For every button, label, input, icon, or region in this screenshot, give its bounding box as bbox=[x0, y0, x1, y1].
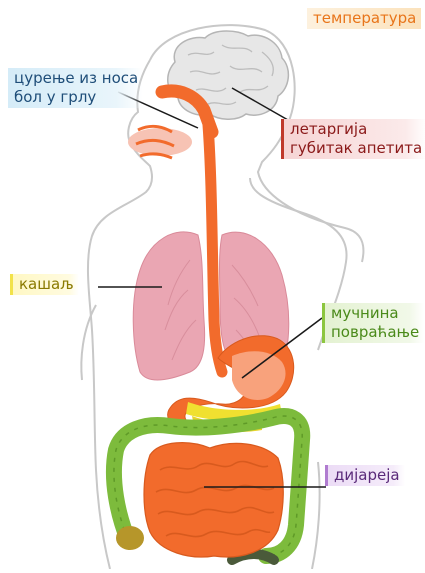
brain-shape bbox=[168, 31, 289, 119]
label-temperature-text: температура bbox=[313, 9, 416, 27]
label-nausea-text: мучнина bbox=[331, 304, 419, 323]
label-lethargy: летаргија губитак апетита bbox=[281, 119, 425, 159]
label-cough-text: кашаљ bbox=[19, 275, 74, 293]
label-lethargy-text: летаргија bbox=[290, 120, 422, 139]
label-diarrhea: дијареја bbox=[325, 465, 405, 486]
label-vomiting-text: повраћање bbox=[331, 323, 419, 342]
label-runny-nose-text: цурење из носа bbox=[14, 69, 138, 88]
label-temperature: температура bbox=[307, 8, 421, 29]
label-diarrhea-text: дијареја bbox=[334, 466, 400, 484]
label-sore-throat-text: бол у грлу bbox=[14, 88, 138, 107]
label-nausea: мучнина повраћање bbox=[322, 303, 424, 343]
label-cough: кашаљ bbox=[10, 274, 79, 295]
label-appetite-loss-text: губитак апетита bbox=[290, 139, 422, 158]
small-intestine-shape bbox=[144, 443, 283, 557]
label-nose-throat: цурење из носа бол у грлу bbox=[8, 68, 143, 108]
